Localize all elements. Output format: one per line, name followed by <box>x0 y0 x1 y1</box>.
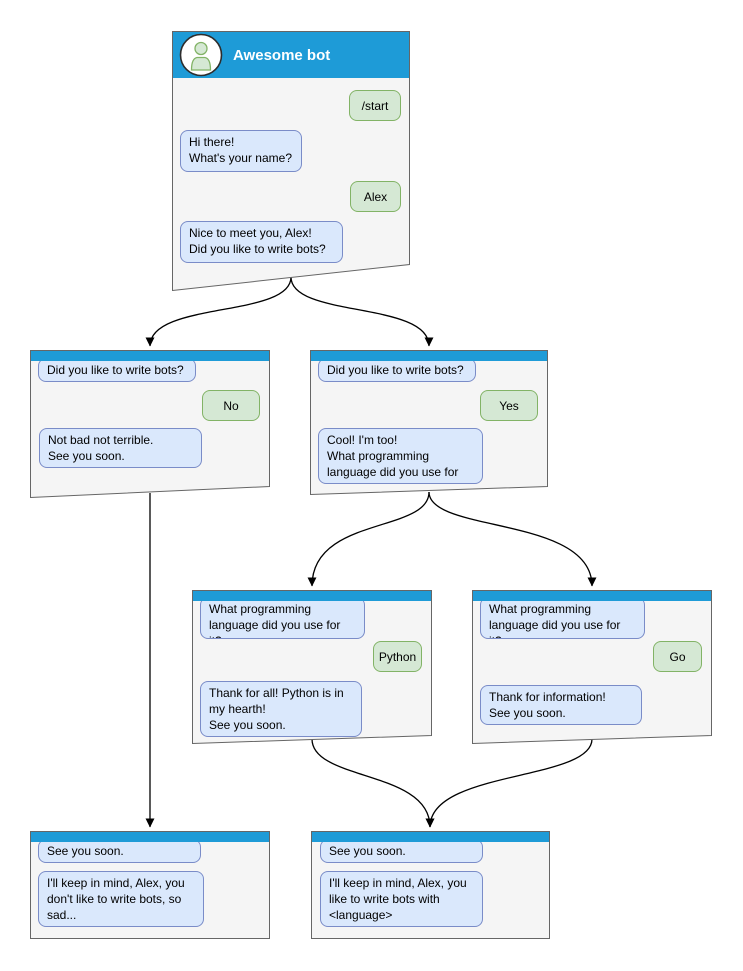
user-message-bubble: Python <box>373 641 422 672</box>
bot-message-bubble: Nice to meet you, Alex! Did you like to … <box>180 221 343 263</box>
edge-go-to-end-yes <box>425 738 593 828</box>
bot-message-bubble: See you soon. <box>38 839 201 863</box>
bot-avatar-icon <box>179 33 223 77</box>
user-message-bubble: No <box>202 390 260 421</box>
bot-message-bubble: Did you like to write bots? <box>38 358 196 382</box>
window-branch-python: What programming language did you use fo… <box>192 590 432 744</box>
window-branch-go: What programming language did you use fo… <box>472 590 712 744</box>
titlebar <box>473 591 711 601</box>
user-message-bubble: Alex <box>350 181 401 212</box>
window-awesome-bot: Awesome bot /start Hi there! What's your… <box>172 31 410 291</box>
bot-message-bubble: Thank for all! Python is in my hearth! S… <box>200 681 362 737</box>
window-end-yes: See you soon. I'll keep in mind, Alex, y… <box>311 831 550 939</box>
person-head <box>194 41 208 56</box>
bot-message-bubble: Hi there! What's your name? <box>180 130 302 172</box>
window-branch-yes: Did you like to write bots? Yes Cool! I'… <box>310 350 548 496</box>
edge-yes-to-python <box>307 491 430 587</box>
person-body <box>190 56 212 71</box>
titlebar <box>31 832 269 842</box>
edge-python-to-end-yes <box>311 738 435 828</box>
bot-message-bubble: I'll keep in mind, Alex, you like to wri… <box>320 871 483 927</box>
user-message-bubble: Go <box>653 641 702 672</box>
titlebar <box>193 591 431 601</box>
bot-message-bubble: I'll keep in mind, Alex, you don't like … <box>38 871 204 927</box>
user-message-bubble: Yes <box>480 390 538 421</box>
bot-message-bubble: Did you like to write bots? <box>318 358 476 382</box>
bot-message-bubble: Thank for information! See you soon. <box>480 685 642 725</box>
bot-message-bubble: Cool! I'm too! What programming language… <box>318 428 483 484</box>
titlebar <box>312 832 549 842</box>
titlebar <box>311 351 547 361</box>
bot-message-bubble: See you soon. <box>320 839 483 863</box>
window-branch-no: Did you like to write bots? No Not bad n… <box>30 350 270 498</box>
titlebar: Awesome bot <box>173 32 409 78</box>
bot-message-bubble: What programming language did you use fo… <box>200 597 365 639</box>
edge-yes-to-go <box>428 491 597 587</box>
titlebar <box>31 351 269 361</box>
user-message-bubble: /start <box>349 90 401 121</box>
bot-message-bubble: Not bad not terrible. See you soon. <box>39 428 202 468</box>
window-title: Awesome bot <box>233 46 331 64</box>
window-end-no: See you soon. I'll keep in mind, Alex, y… <box>30 831 270 939</box>
bot-message-bubble: What programming language did you use fo… <box>480 597 645 639</box>
